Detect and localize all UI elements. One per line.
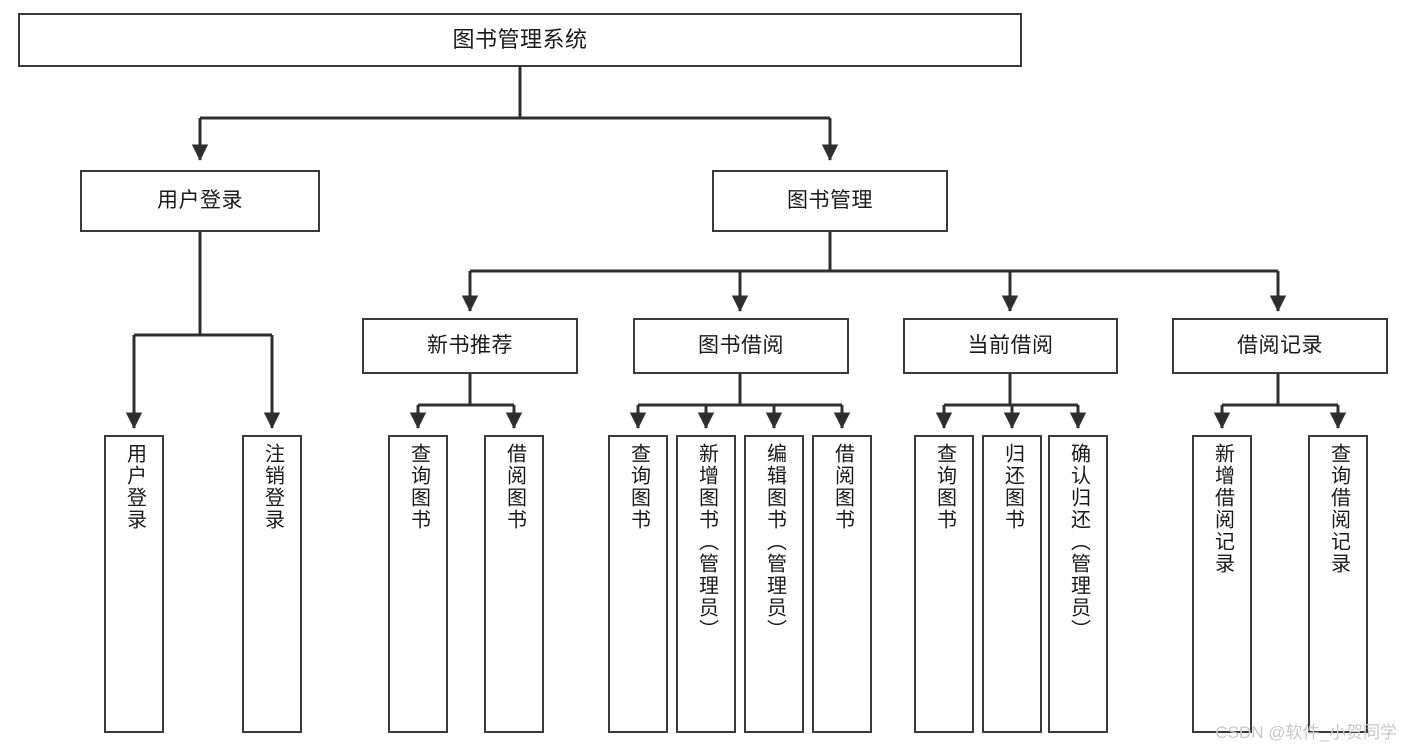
node-label: 借阅图书 — [831, 443, 854, 531]
node-leaf-add-borrow-record[interactable]: 新增借阅记录 — [1192, 435, 1252, 733]
node-label: 查询图书 — [933, 443, 956, 531]
node-user-login[interactable]: 用户登录 — [80, 170, 320, 232]
node-label: 编辑图书（管理员） — [763, 443, 786, 641]
node-borrow-record[interactable]: 借阅记录 — [1172, 318, 1388, 374]
node-label: 确认归还（管理员） — [1067, 443, 1090, 641]
node-leaf-return-book[interactable]: 归还图书 — [982, 435, 1042, 733]
node-label: 查询图书 — [407, 443, 430, 531]
node-label: 注销登录 — [261, 443, 284, 531]
node-label: 查询图书 — [627, 443, 650, 531]
node-leaf-logout[interactable]: 注销登录 — [242, 435, 302, 733]
node-leaf-borrow-book[interactable]: 借阅图书 — [812, 435, 872, 733]
node-current-borrow[interactable]: 当前借阅 — [903, 318, 1118, 374]
node-label: 归还图书 — [1001, 443, 1024, 531]
node-label: 用户登录 — [123, 443, 146, 531]
node-label: 图书借阅 — [698, 333, 784, 357]
node-book-management[interactable]: 图书管理 — [712, 170, 948, 232]
node-leaf-add-book-admin[interactable]: 新增图书（管理员） — [676, 435, 736, 733]
node-leaf-query-book-recommend[interactable]: 查询图书 — [388, 435, 448, 733]
node-root-book-management-system[interactable]: 图书管理系统 — [18, 13, 1022, 67]
node-label: 新增借阅记录 — [1211, 443, 1234, 575]
node-leaf-borrow-book-recommend[interactable]: 借阅图书 — [484, 435, 544, 733]
node-leaf-query-book-current[interactable]: 查询图书 — [914, 435, 974, 733]
node-leaf-query-borrow-record[interactable]: 查询借阅记录 — [1308, 435, 1368, 733]
node-label: 新增图书（管理员） — [695, 443, 718, 641]
node-label: 图书管理 — [787, 188, 873, 212]
node-label: 图书管理系统 — [452, 27, 588, 53]
node-label: 查询借阅记录 — [1327, 443, 1350, 575]
node-label: 新书推荐 — [427, 333, 513, 357]
watermark: CSDN @软件_小贺同学 — [1215, 723, 1397, 742]
node-leaf-query-book-borrow[interactable]: 查询图书 — [608, 435, 668, 733]
node-book-borrow[interactable]: 图书借阅 — [633, 318, 849, 374]
node-leaf-edit-book-admin[interactable]: 编辑图书（管理员） — [744, 435, 804, 733]
node-label: 借阅记录 — [1237, 333, 1323, 357]
node-leaf-user-login[interactable]: 用户登录 — [104, 435, 164, 733]
node-new-book-recommend[interactable]: 新书推荐 — [362, 318, 578, 374]
node-leaf-confirm-return-admin[interactable]: 确认归还（管理员） — [1048, 435, 1108, 733]
node-label: 用户登录 — [157, 188, 243, 212]
node-label: 借阅图书 — [503, 443, 526, 531]
node-label: 当前借阅 — [967, 333, 1054, 357]
